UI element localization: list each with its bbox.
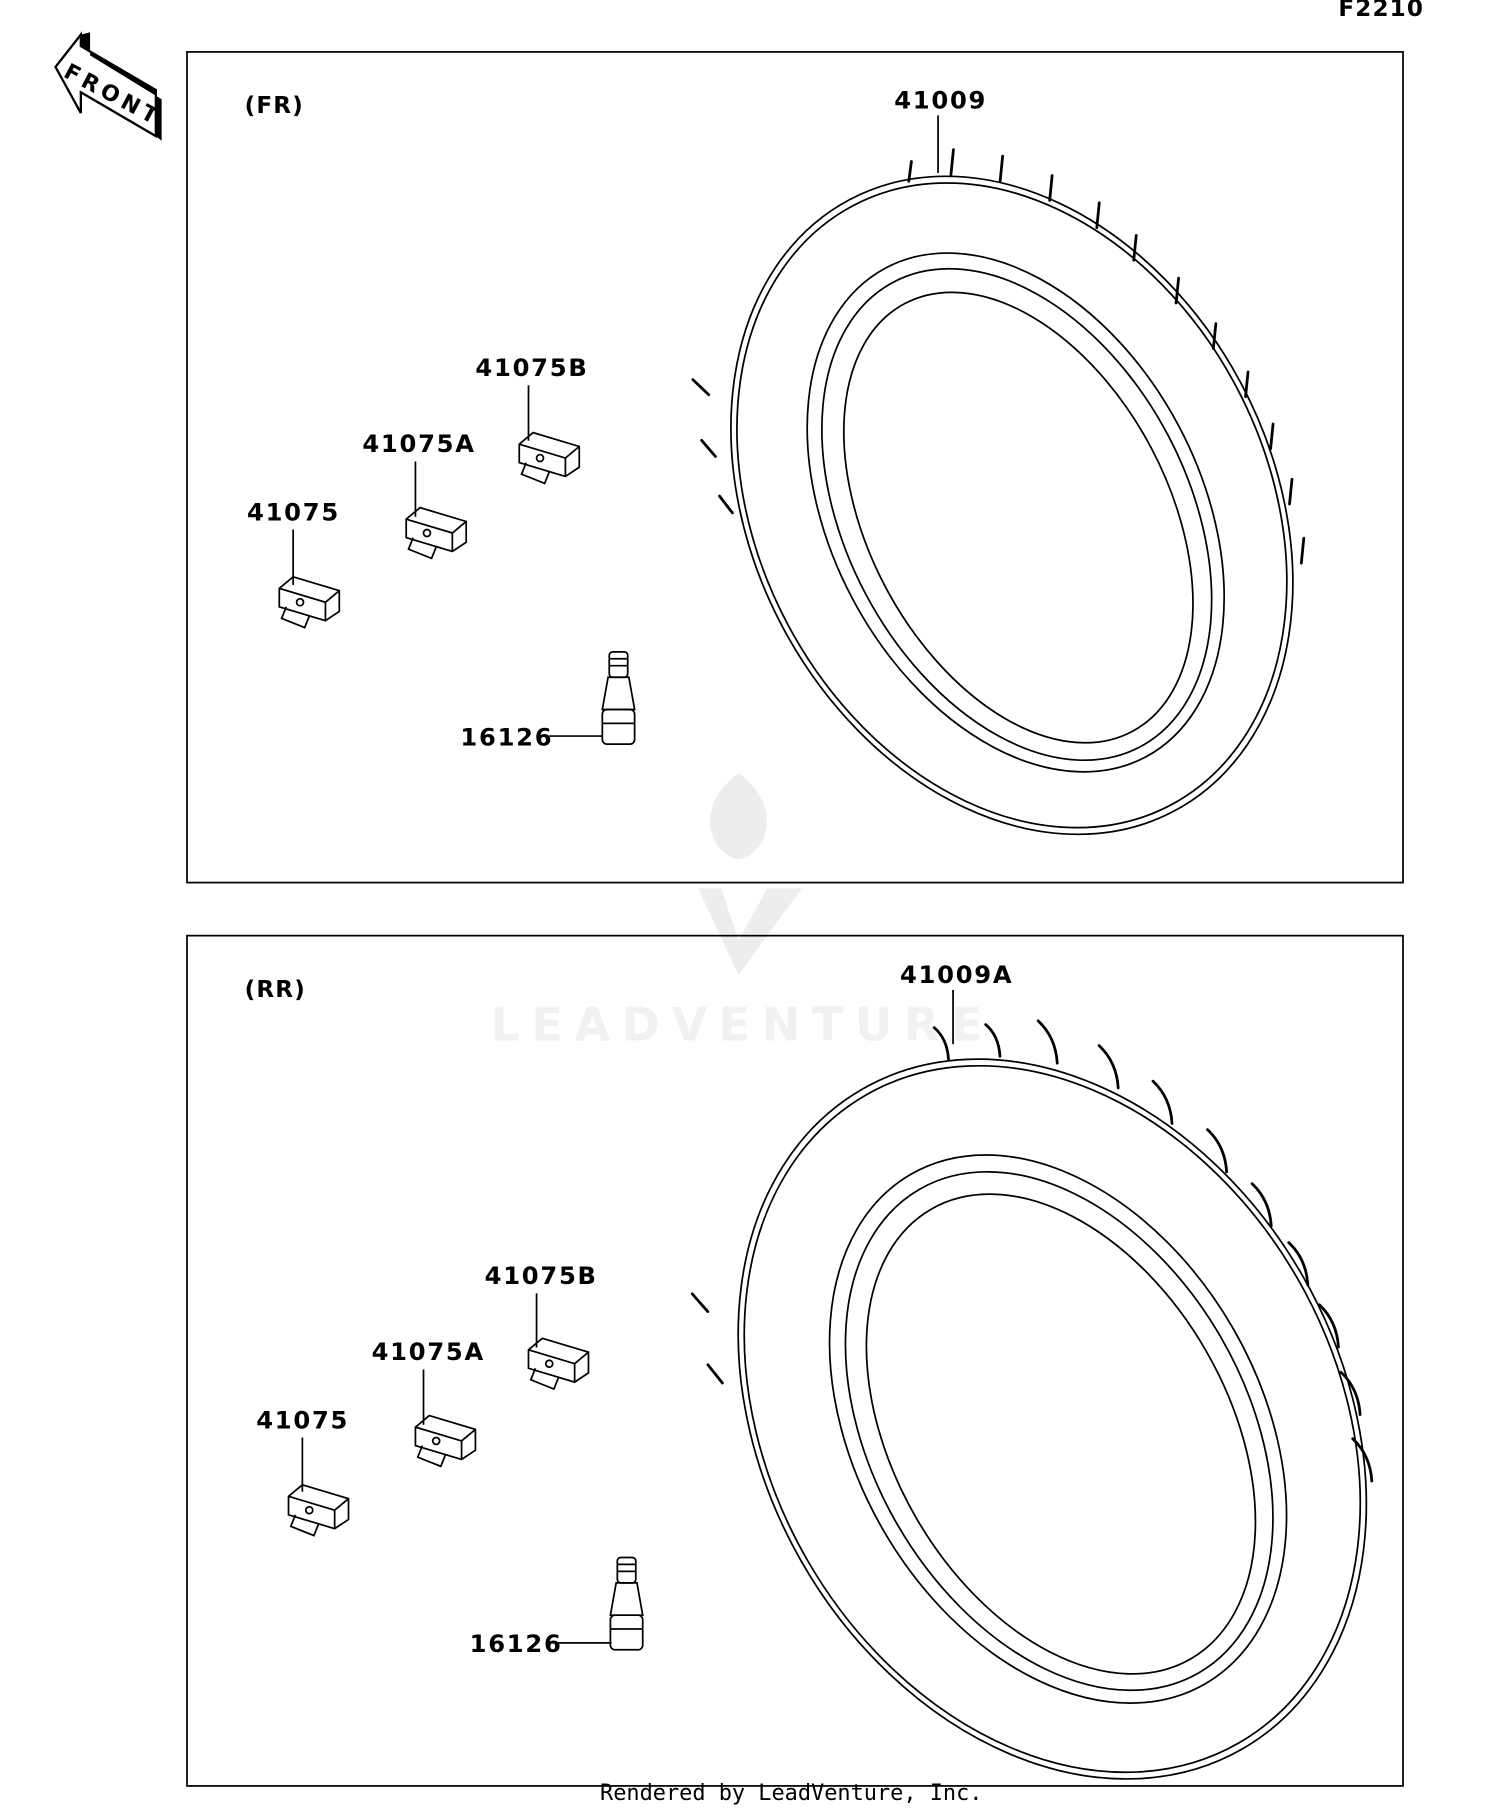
section-rear: (RR) 41009A 41075B 41075A 41075 16126 xyxy=(186,934,1404,1787)
front-arrow-icon: FRONT xyxy=(54,31,166,141)
watermark-logo: LEADVENTURE xyxy=(490,772,994,1052)
callout-valve[interactable]: 16126 xyxy=(470,1630,563,1658)
diagram-code: F2210 xyxy=(1338,0,1424,22)
section-title: (FR) xyxy=(245,93,304,119)
section-title: (RR) xyxy=(245,977,306,1003)
tire-drawing xyxy=(691,148,1306,836)
footer-credit: Rendered by LeadVenture, Inc. xyxy=(600,1781,982,1806)
callout-weight[interactable]: 41075 xyxy=(247,498,340,526)
callout-weight-a[interactable]: 41075A xyxy=(362,430,475,458)
callout-weight-a[interactable]: 41075A xyxy=(372,1338,485,1366)
callout-valve[interactable]: 16126 xyxy=(460,723,553,751)
section-frame xyxy=(186,934,1404,1787)
callout-tire[interactable]: 41009 xyxy=(894,86,987,114)
tire-drawing xyxy=(690,1019,1374,1780)
watermark-text: LEADVENTURE xyxy=(490,998,994,1052)
callout-weight-b[interactable]: 41075B xyxy=(475,354,588,382)
section-frame xyxy=(186,51,1404,884)
callout-weight-b[interactable]: 41075B xyxy=(485,1262,598,1290)
callout-weight[interactable]: 41075 xyxy=(256,1406,349,1434)
section-front: (FR) 41009 41075B 41075A 41075 16126 xyxy=(186,51,1404,884)
callout-tire[interactable]: 41009A xyxy=(900,961,1013,989)
